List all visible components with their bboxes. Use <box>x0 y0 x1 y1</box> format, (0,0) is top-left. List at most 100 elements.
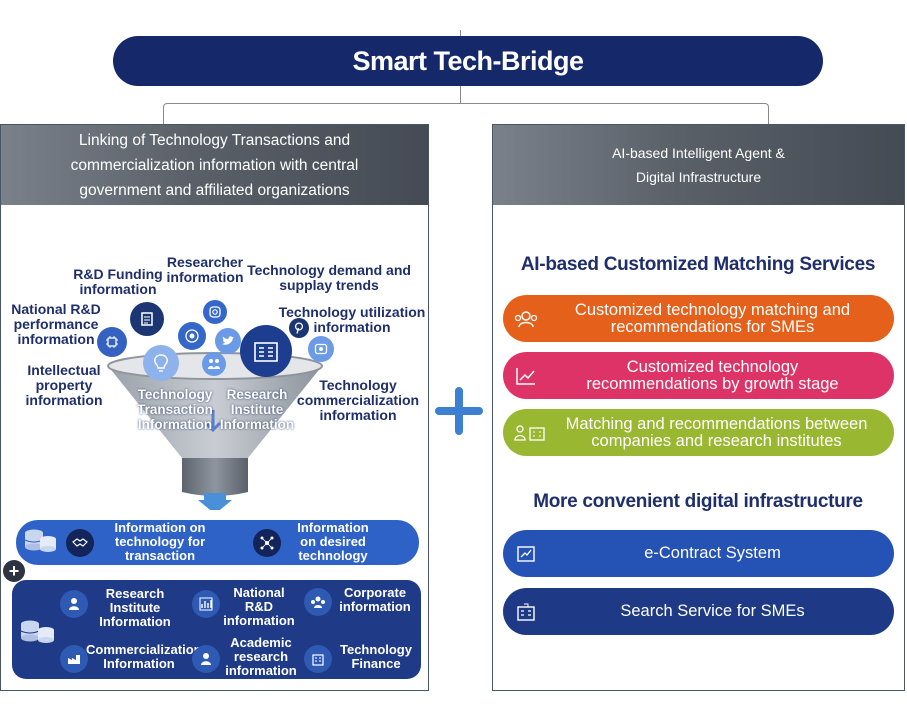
label-line: performance <box>13 316 99 332</box>
twitter-icon <box>215 328 241 354</box>
left-header-line3: government and affiliated organizations <box>79 181 350 199</box>
label-line: Technology demand and <box>247 262 411 278</box>
title-top-line <box>460 30 461 36</box>
label-line: commercialization <box>296 392 420 408</box>
label-line: supplay trends <box>279 277 379 293</box>
database-icon <box>24 527 58 560</box>
label-tech-util: Technology utilization information <box>274 305 430 335</box>
pill-sme-matching[interactable]: Customized technology matching and recom… <box>503 295 894 342</box>
academic-research-info-text: Academic research information <box>218 636 304 678</box>
factory-icon <box>60 645 88 673</box>
pill-text: Search Service for SMEs <box>620 602 805 620</box>
label-line: information <box>319 407 397 423</box>
pill-text: e-Contract System <box>644 544 781 562</box>
bar-line: transaction <box>124 548 196 563</box>
people-search-icon <box>513 306 539 332</box>
right-panel-header: AI-based Intelligent Agent & Digital Inf… <box>493 125 904 205</box>
label-line: information <box>79 281 157 297</box>
corporate-info-text: Corporate information <box>330 586 420 614</box>
research-institute-info-text: Research Institute Information <box>90 587 180 629</box>
pill-line: Customized technology matching and <box>574 300 851 319</box>
bar-line: Information <box>103 656 175 671</box>
technology-finance-text: Technology Finance <box>333 643 419 671</box>
network-icon <box>253 529 281 557</box>
section-title-infrastructure: More convenient digital infrastructure <box>533 491 863 512</box>
building-icon <box>240 325 292 377</box>
funnel-left-text: Technology Transaction Information <box>132 387 218 432</box>
funnel-line: Institute <box>230 402 284 417</box>
bar-line: on desired <box>300 534 366 549</box>
left-panel-header: Linking of Technology Transactions and c… <box>1 125 428 205</box>
bar-line: information <box>223 613 295 628</box>
pill-line: companies and research institutes <box>591 431 842 450</box>
funnel-line: Information <box>137 417 213 432</box>
bar-line: Research <box>105 586 165 601</box>
bar-line: information <box>339 599 411 614</box>
finance-building-icon <box>304 645 332 673</box>
label-line: Technology <box>319 377 397 393</box>
pill-e-contract[interactable]: e-Contract System <box>503 530 894 577</box>
target-icon <box>178 322 206 350</box>
bar-line: Commercialization <box>86 642 202 657</box>
section-title-matching: AI-based Customized Matching Services <box>520 254 876 275</box>
instagram-icon <box>203 300 227 324</box>
database-icon-2 <box>20 618 56 651</box>
pill-text: Customized technology recommendations by… <box>539 358 894 393</box>
bar-line: Corporate <box>343 585 407 600</box>
right-panel: AI-based Intelligent Agent & Digital Inf… <box>492 124 905 691</box>
pill-line: recommendations by growth stage <box>586 374 839 393</box>
label-line: information <box>166 269 244 285</box>
bar-line: Academic <box>230 635 292 650</box>
bar-line: Information on <box>114 520 206 535</box>
funnel-line: Information <box>219 417 295 432</box>
growth-chart-icon <box>513 363 539 389</box>
label-line: information <box>25 392 103 408</box>
person-building-icon <box>513 420 547 446</box>
national-rd-info-text: National R&D information <box>220 586 298 628</box>
page-title: Smart Tech-Bridge <box>113 36 823 86</box>
researcher-icon <box>60 590 88 618</box>
pill-line: recommendations for SMEs <box>610 317 815 336</box>
document-icon <box>130 302 164 336</box>
bar-line: Finance <box>351 656 401 671</box>
bar-line: Institute <box>109 600 161 615</box>
left-header-line2: commercialization information with centr… <box>70 156 359 174</box>
people-icon <box>202 352 226 376</box>
label-ip: Intellectual property information <box>18 363 110 408</box>
bar-line: research <box>233 649 289 664</box>
desired-tech-text: Information on desired technology <box>285 521 381 563</box>
right-header-line2: Digital Infrastructure <box>635 169 762 185</box>
label-national-rd: National R&D performance information <box>8 302 104 347</box>
pinterest-icon <box>289 318 309 338</box>
bar-line: technology <box>298 548 368 563</box>
handshake-icon <box>66 529 94 557</box>
funnel-line: Transaction <box>137 402 213 417</box>
funnel-right-text: Research Institute Information <box>214 387 300 432</box>
label-tech-demand: Technology demand and supplay trends <box>244 263 414 293</box>
academic-icon <box>192 645 220 673</box>
label-line: information <box>313 319 391 335</box>
pill-growth-stage[interactable]: Customized technology recommendations by… <box>503 352 894 399</box>
label-line: Technology utilization <box>278 304 426 320</box>
search-building-icon <box>513 599 539 625</box>
pill-line: Matching and recommendations between <box>565 414 868 433</box>
label-researcher: Researcher information <box>160 255 250 285</box>
bar-line: R&D <box>244 599 274 614</box>
bar-line: information <box>225 663 297 678</box>
label-line: property <box>35 377 93 393</box>
pill-search-service[interactable]: Search Service for SMEs <box>503 588 894 635</box>
funnel-line: Research <box>226 387 288 402</box>
bar-line: Technology <box>340 642 412 657</box>
big-plus-icon <box>435 387 483 435</box>
bar-line: National <box>233 585 285 600</box>
pill-text: Matching and recommendations between com… <box>547 414 894 450</box>
bar-line: technology for <box>114 534 206 549</box>
commercialization-info-text: Commercialization Information <box>86 642 202 671</box>
bar-line: Information <box>297 520 369 535</box>
chart-icon <box>192 590 220 618</box>
label-rd-funding: R&D Funding information <box>70 267 166 297</box>
ai-chip-icon <box>97 327 127 357</box>
pill-company-institute[interactable]: Matching and recommendations between com… <box>503 409 894 456</box>
pill-text: Customized technology matching and recom… <box>539 300 894 336</box>
corporate-icon <box>304 588 332 616</box>
